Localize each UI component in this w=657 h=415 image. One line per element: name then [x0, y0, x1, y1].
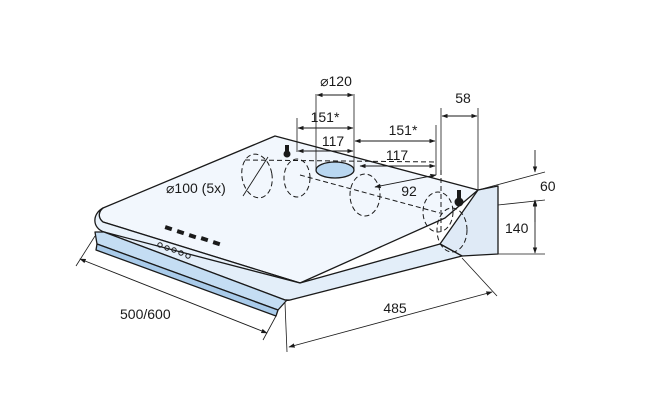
knockout-hole-rear — [422, 191, 454, 233]
control-button — [188, 233, 197, 240]
label-inner-right: 117 — [386, 147, 409, 163]
indicator-light — [157, 242, 163, 248]
knockout-holes — [241, 153, 468, 253]
control-button — [200, 236, 209, 243]
exhaust-outlet — [315, 161, 355, 179]
indicator-light — [185, 253, 191, 259]
control-button — [176, 229, 185, 236]
label-inner-left: 117 — [322, 133, 345, 149]
keyhole-slot-right — [454, 190, 464, 207]
label-depth: 485 — [383, 300, 407, 316]
knockout-hole-center — [349, 173, 381, 217]
dimension-lines — [75, 92, 546, 353]
label-duct-diameter: ⌀120 — [320, 73, 352, 89]
label-knockout-holes: ⌀100 (5x) — [166, 180, 226, 196]
control-button — [164, 225, 173, 232]
label-side-height-top: 60 — [540, 178, 556, 194]
knockout-hole-side — [436, 207, 468, 253]
hood-side-panel — [439, 185, 499, 257]
reference-lines — [244, 159, 442, 232]
dimension-labels: ⌀120 151* 117 151* 117 58 92 60 140 ⌀100… — [120, 73, 556, 322]
label-outlet-offset-left: 151* — [311, 109, 340, 125]
indicator-light — [164, 245, 170, 251]
keyhole-slot-left — [283, 145, 291, 158]
label-side-depth: 92 — [401, 183, 417, 199]
indicator-light — [178, 250, 184, 256]
label-width: 500/600 — [120, 306, 171, 322]
label-side-height: 140 — [505, 220, 529, 236]
label-outlet-offset-right: 151* — [389, 122, 418, 138]
control-panel — [157, 225, 221, 259]
indicator-light — [171, 247, 177, 253]
label-rear-offset: 58 — [455, 90, 471, 106]
knockout-hole-left — [241, 153, 273, 199]
control-button — [212, 240, 221, 247]
